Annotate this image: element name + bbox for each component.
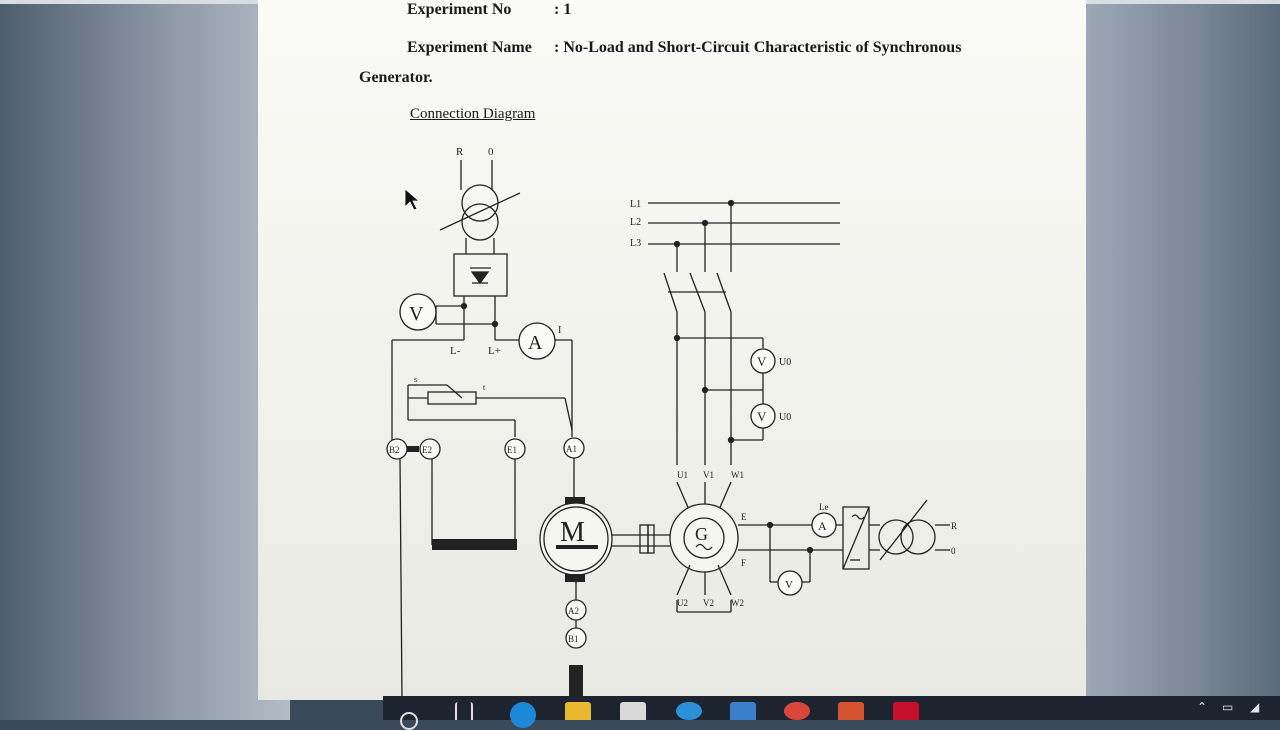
task-view-icon[interactable] xyxy=(455,702,473,720)
experiment-name-continuation: Generator. xyxy=(359,69,433,86)
desktop-background-left xyxy=(0,0,290,720)
voltmeter-label: V xyxy=(757,354,767,369)
brush-bottom xyxy=(565,574,585,582)
wifi-icon[interactable]: ◢ xyxy=(1250,700,1260,714)
wire xyxy=(399,458,403,701)
wire xyxy=(676,481,691,513)
battery-icon[interactable]: ▭ xyxy=(1222,700,1234,714)
terminal-b1: B1 xyxy=(565,627,587,649)
motor-label: M xyxy=(560,517,585,548)
voltmeter-label: V xyxy=(409,303,424,325)
tray-chevron-icon[interactable]: ⌃ xyxy=(1197,700,1208,714)
u0-label: U0 xyxy=(779,412,791,423)
dc-motor-icon: M xyxy=(539,502,613,576)
terminal-e1: E1 xyxy=(504,438,526,460)
synchronous-generator-icon: G xyxy=(669,503,739,573)
variable-transformer-excitation-icon xyxy=(878,499,936,561)
terminal-a2: A2 xyxy=(565,599,587,621)
u2-label: U2 xyxy=(677,598,688,608)
terminal-e2: E2 xyxy=(419,438,441,460)
field-rheostat-icon xyxy=(418,384,477,405)
powerpoint-icon[interactable] xyxy=(838,702,864,720)
w1-label: W1 xyxy=(731,470,744,480)
three-pole-switch-icon xyxy=(663,272,732,313)
voltmeter-label: V xyxy=(757,409,767,424)
terminal-e2-label: E2 xyxy=(422,445,432,455)
experiment-name-value: : No-Load and Short-Circuit Characterist… xyxy=(554,39,962,56)
rectifier-icon xyxy=(453,253,508,297)
wire xyxy=(564,397,573,431)
diagram-title: Connection Diagram xyxy=(410,106,536,122)
mail-icon[interactable] xyxy=(730,702,756,720)
terminal-a1: A1 xyxy=(563,437,585,459)
terminal-e1-label: E1 xyxy=(507,445,517,455)
link-bar xyxy=(407,446,419,452)
l-minus-label: L- xyxy=(450,345,461,357)
chrome-icon[interactable] xyxy=(784,702,810,720)
wire xyxy=(676,564,691,596)
l3-label: L3 xyxy=(630,238,641,249)
u0-label: U0 xyxy=(779,357,791,368)
v2-label: V2 xyxy=(703,598,714,608)
wire xyxy=(717,564,732,596)
supply-r-label: R xyxy=(456,146,464,158)
l2-label: L2 xyxy=(630,217,641,228)
edge-icon[interactable] xyxy=(510,702,536,728)
ammeter-excitation: A xyxy=(811,512,837,538)
experiment-no-value: : 1 xyxy=(554,1,572,18)
excitation-current-label: Le xyxy=(819,502,829,512)
field-winding-icon xyxy=(432,539,517,550)
e-terminal-label: E xyxy=(741,512,747,522)
store-icon[interactable] xyxy=(620,702,646,720)
mouse-cursor-icon xyxy=(404,188,420,211)
output-r-label: R xyxy=(951,521,957,531)
l1-label: L1 xyxy=(630,199,641,210)
experiment-no-label: Experiment No xyxy=(407,1,512,18)
v1-label: V1 xyxy=(703,470,714,480)
voltmeter-u0-bottom: V xyxy=(750,403,776,429)
ammeter-label: A xyxy=(818,519,827,533)
w2-label: W2 xyxy=(731,598,744,608)
current-i-label: I xyxy=(558,325,561,336)
terminal-a2-label: A2 xyxy=(568,606,579,616)
shaft-coupling-icon xyxy=(612,524,670,554)
generator-label: G xyxy=(695,524,708,544)
supply-0-label: 0 xyxy=(488,146,494,158)
ie-icon[interactable] xyxy=(676,702,702,720)
experiment-name-label: Experiment Name xyxy=(407,39,532,56)
terminal-a1-label: A1 xyxy=(566,444,577,454)
u1-label: U1 xyxy=(677,470,688,480)
search-icon[interactable] xyxy=(400,712,418,730)
voltmeter-excitation: V xyxy=(777,570,803,596)
ammeter-armature: A xyxy=(518,322,556,360)
rectifier-ac-dc-icon xyxy=(842,506,870,570)
f-terminal-label: F xyxy=(741,558,746,568)
document-page[interactable]: Experiment No : 1 Experiment Name : No-L… xyxy=(258,0,1086,700)
folder-icon[interactable] xyxy=(565,702,591,720)
wire xyxy=(717,481,732,513)
terminal-b2: B2 xyxy=(386,438,408,460)
l-plus-label: L+ xyxy=(488,345,501,357)
rheostat-s-label: s xyxy=(414,375,417,384)
acrobat-icon[interactable] xyxy=(893,702,919,720)
output-0-label: 0 xyxy=(951,546,956,556)
rheostat-t-label: t xyxy=(483,383,486,392)
ammeter-label: A xyxy=(528,332,543,354)
desktop-background-right xyxy=(1050,0,1280,720)
interpole-winding-icon xyxy=(569,665,583,700)
variable-transformer-icon xyxy=(439,184,521,241)
voltmeter-dc-supply: V xyxy=(399,293,437,331)
brush-top xyxy=(565,497,585,505)
terminal-b2-label: B2 xyxy=(389,445,400,455)
voltmeter-u0-top: V xyxy=(750,348,776,374)
terminal-b1-label: B1 xyxy=(568,634,579,644)
voltmeter-label: V xyxy=(785,579,793,591)
